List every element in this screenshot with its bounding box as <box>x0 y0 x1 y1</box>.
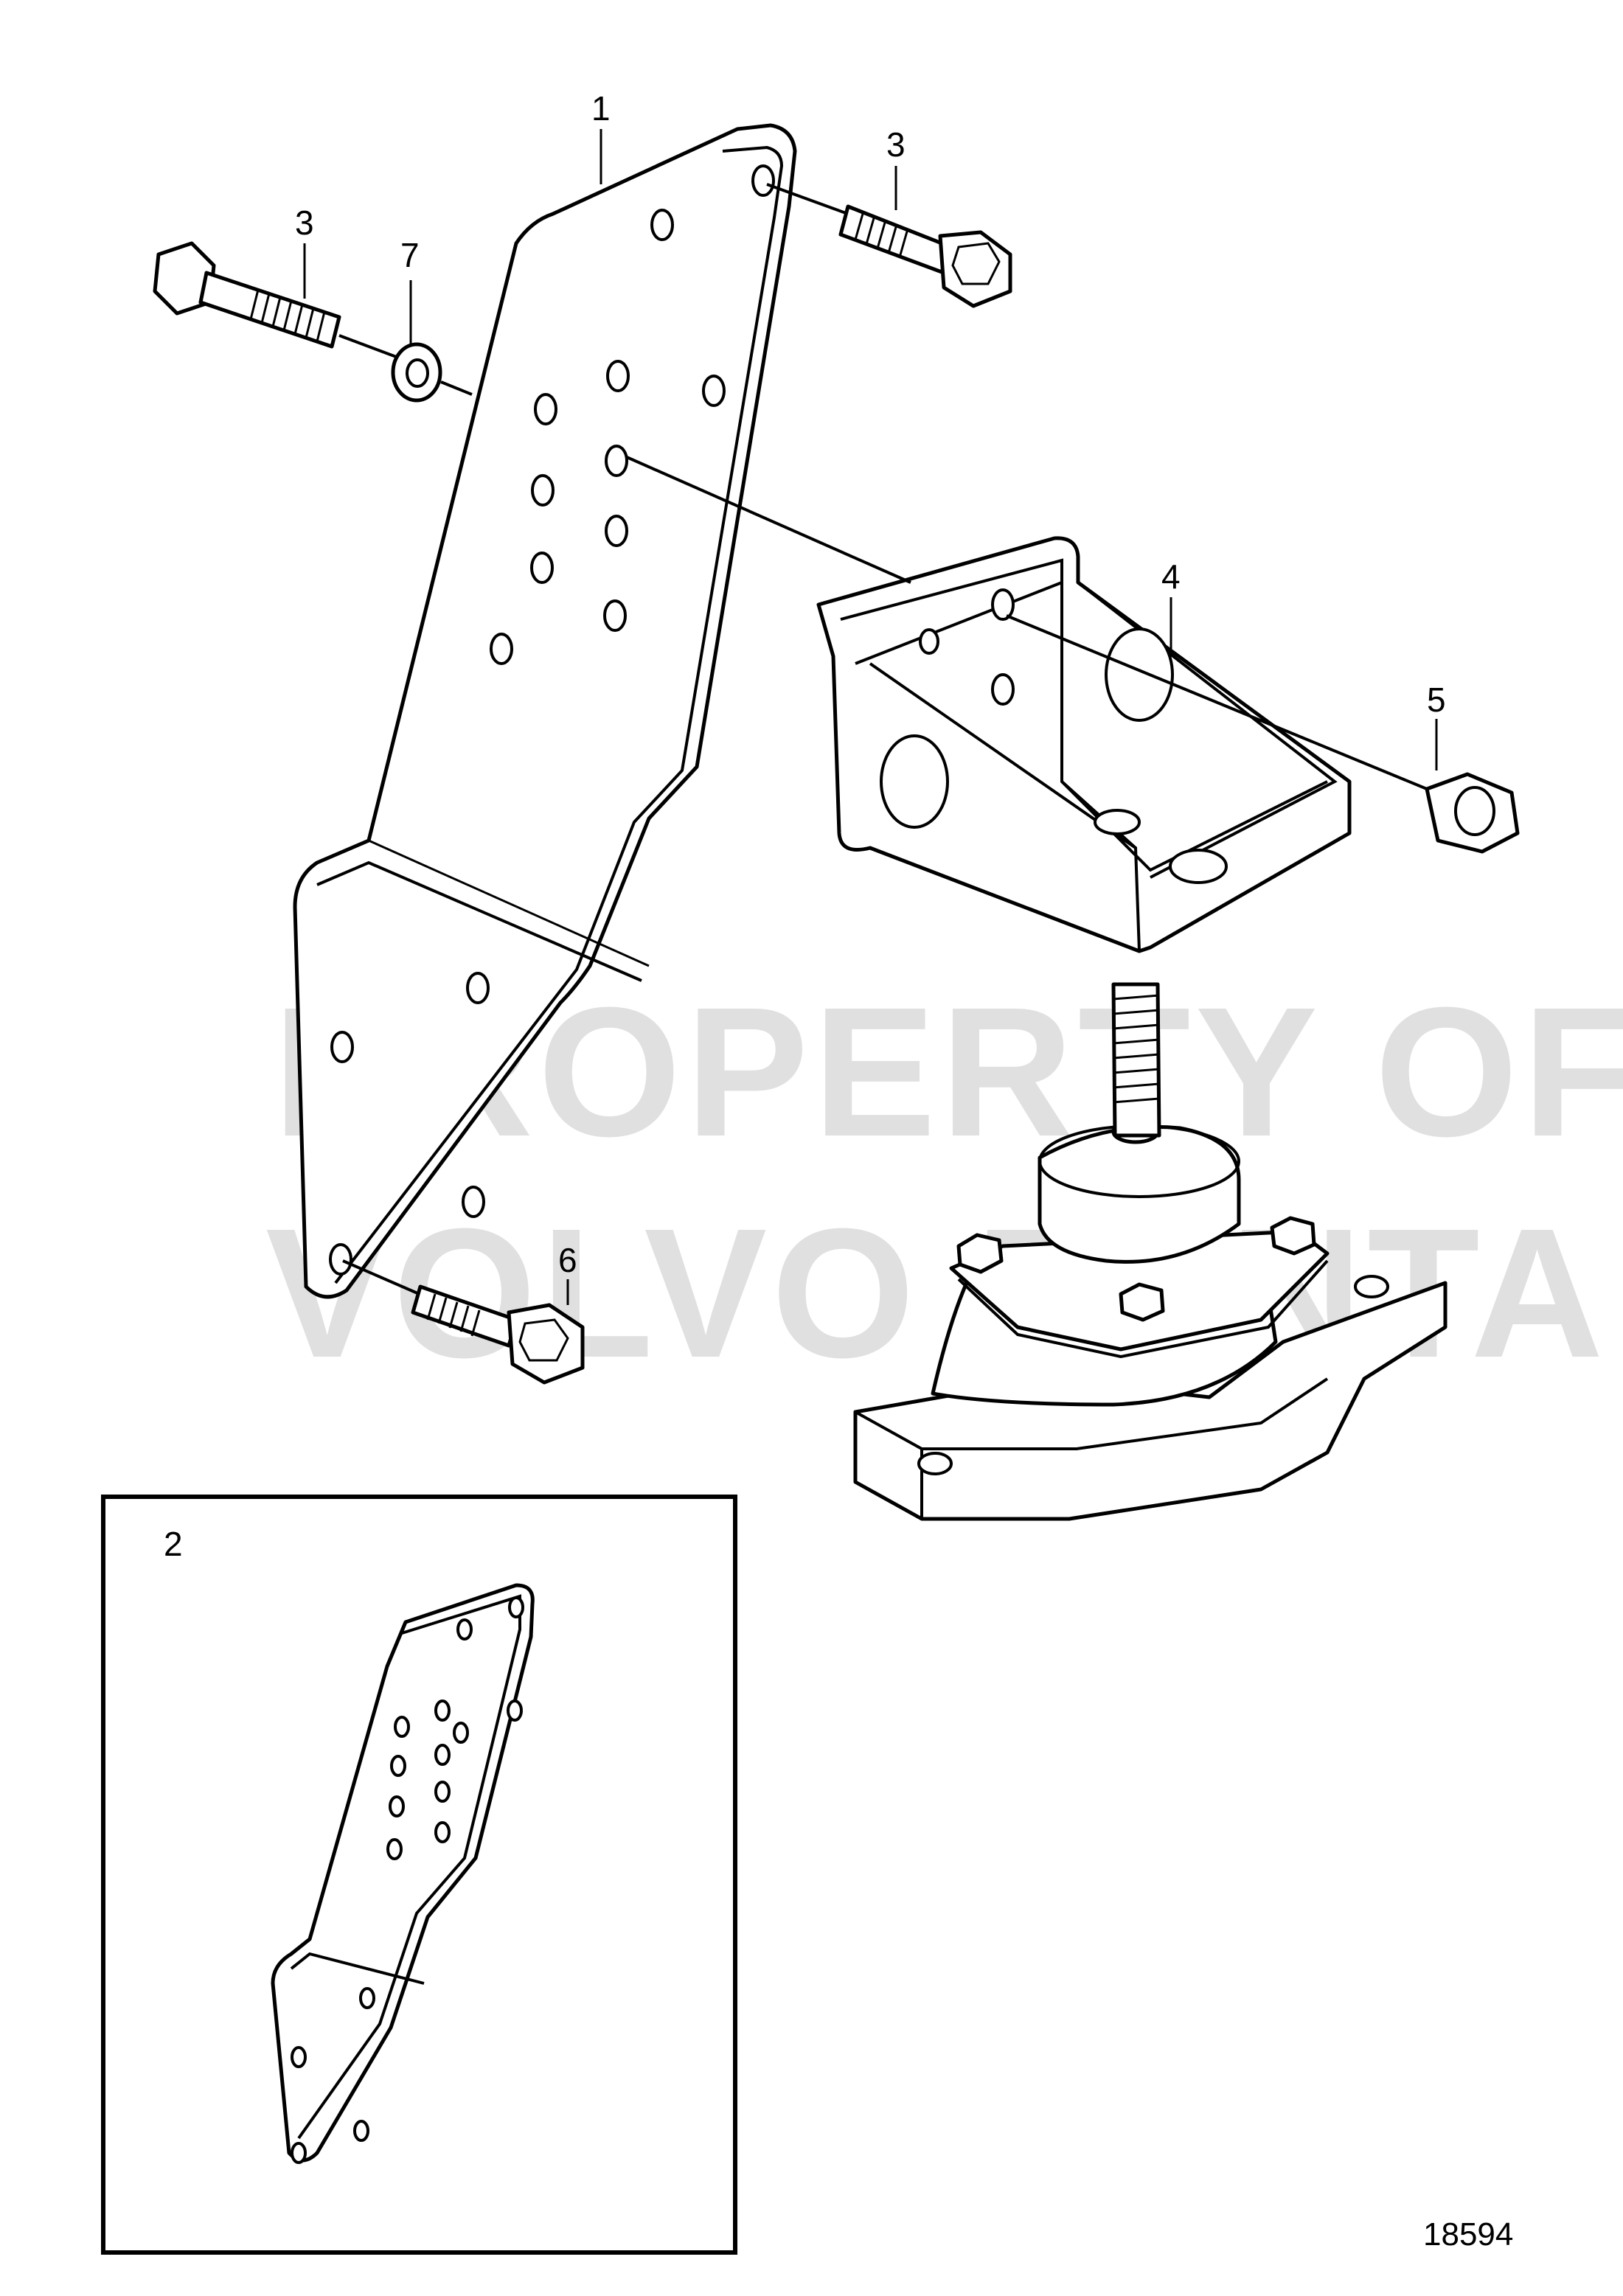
bolt-bottom <box>342 1259 585 1385</box>
nut <box>1425 772 1520 854</box>
bracket-plate <box>293 123 797 1299</box>
angle-bracket <box>626 456 1428 953</box>
callout-5: 5 <box>1427 681 1446 719</box>
callout-3-left: 3 <box>295 203 314 242</box>
washer <box>391 342 473 403</box>
mount-bolts <box>956 1216 1316 1322</box>
callout-4: 4 <box>1161 557 1181 596</box>
plate-holes <box>329 164 775 1276</box>
callout-6: 6 <box>558 1241 577 1279</box>
callout-7: 7 <box>400 236 420 274</box>
bolt-left <box>153 241 399 359</box>
callout-1: 1 <box>591 89 611 128</box>
callouts: 1 3 7 3 4 5 6 2 <box>164 89 1446 1563</box>
callout-2: 2 <box>164 1525 183 1563</box>
inset-frame <box>101 1495 737 2255</box>
watermark-line2: VOLVO PENTA <box>265 1190 1608 1396</box>
inset-holes <box>291 1596 524 2164</box>
bolt-right <box>766 183 1012 308</box>
callout-3-right: 3 <box>886 125 906 164</box>
figure-number: 18594 <box>1423 2216 1513 2252</box>
engine-mount <box>853 982 1448 1521</box>
leader-lines <box>303 129 1438 1305</box>
